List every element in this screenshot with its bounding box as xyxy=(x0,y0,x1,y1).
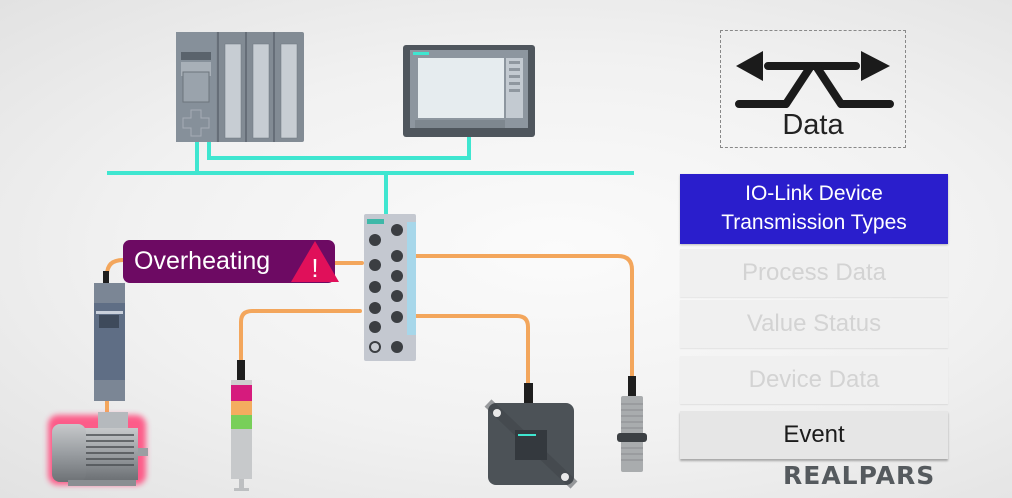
panel-title: IO-Link Device Transmission Types xyxy=(680,174,948,244)
arrow-right-icon xyxy=(861,51,890,81)
plc-dpad-icon xyxy=(182,109,210,137)
warning-icon: ! xyxy=(291,241,339,283)
profinet-network xyxy=(107,136,634,215)
realpars-logo: REALPARS xyxy=(783,461,936,490)
cable-motor-starter-left xyxy=(105,258,125,277)
signal-tower[interactable] xyxy=(231,360,252,491)
arrow-left-icon xyxy=(736,51,763,81)
panel-item-event[interactable]: Event xyxy=(680,411,948,459)
cable-signal-tower xyxy=(239,309,362,364)
cable-rfid-reader xyxy=(403,314,530,386)
data-icon-label: Data xyxy=(782,109,844,141)
panel-item-device-data[interactable]: Device Data xyxy=(680,356,948,404)
proximity-sensor[interactable] xyxy=(617,376,647,472)
io-link-master[interactable] xyxy=(364,214,416,361)
io-link-cables xyxy=(105,254,634,420)
data-exchange-icon xyxy=(735,62,894,108)
panel-item-process-data[interactable]: Process Data xyxy=(680,249,948,297)
alert-text: Overheating xyxy=(134,247,271,275)
plc[interactable] xyxy=(176,32,304,142)
warning-symbol: ! xyxy=(311,253,318,283)
motor-starter[interactable] xyxy=(94,271,125,401)
panel-item-value-status[interactable]: Value Status xyxy=(680,300,948,348)
hmi-network-link xyxy=(207,136,471,160)
hmi-panel[interactable] xyxy=(403,45,535,137)
panel-title-line1: IO-Link Device xyxy=(745,182,883,205)
motor[interactable] xyxy=(48,412,148,486)
cable-proximity-sensor xyxy=(403,254,634,380)
rfid-reader[interactable] xyxy=(484,383,578,489)
panel-title-line2: Transmission Types xyxy=(721,211,907,234)
data-icon-box: Data xyxy=(720,30,906,148)
